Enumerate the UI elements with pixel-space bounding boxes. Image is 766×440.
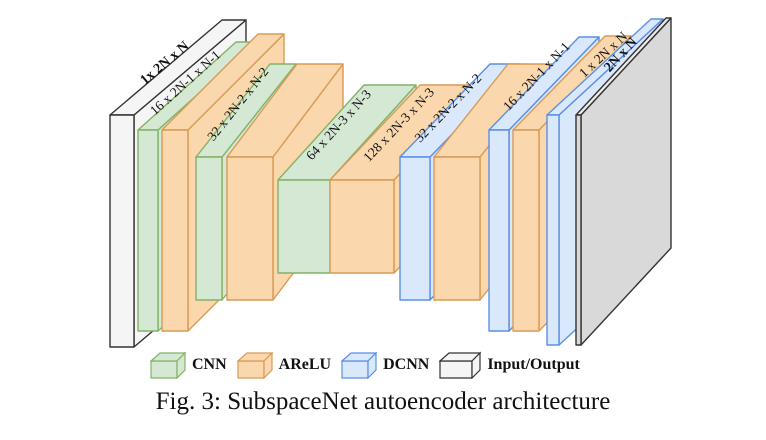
layer-front-face [329,179,395,274]
layer-front-face [277,179,331,274]
layer-front-face [546,114,560,346]
legend-swatch-cnn [150,351,186,379]
layer-front-face [488,129,510,332]
legend-label-arelu: AReLU [278,356,332,373]
layer-front-face [137,129,159,332]
legend-item-dcnn: DCNN [341,351,429,379]
legend-label-cnn: CNN [192,356,227,373]
legend-swatch-dcnn [341,351,378,379]
legend-item-arelu: AReLU [236,351,332,379]
layer-front-face [575,114,582,346]
legend-swatch-io [439,351,482,379]
legend-item-io: Input/Output [439,351,580,379]
figure-caption: Fig. 3: SubspaceNet autoencoder architec… [155,388,611,415]
legend-item-cnn: CNN [150,351,227,379]
layer-front-face [433,156,481,301]
layer-front-face [195,156,223,301]
layer-front-face [109,114,135,348]
layer-front-face [399,156,431,301]
legend-label-io: Input/Output [487,356,580,373]
layer-front-face [512,129,540,332]
layer-front-face [226,156,274,301]
layer-front-face [161,129,189,332]
legend-swatch-arelu [236,351,273,379]
legend-label-dcnn: DCNN [383,356,430,373]
legend: CNN AReLU DCNN Input/Output [150,350,590,380]
